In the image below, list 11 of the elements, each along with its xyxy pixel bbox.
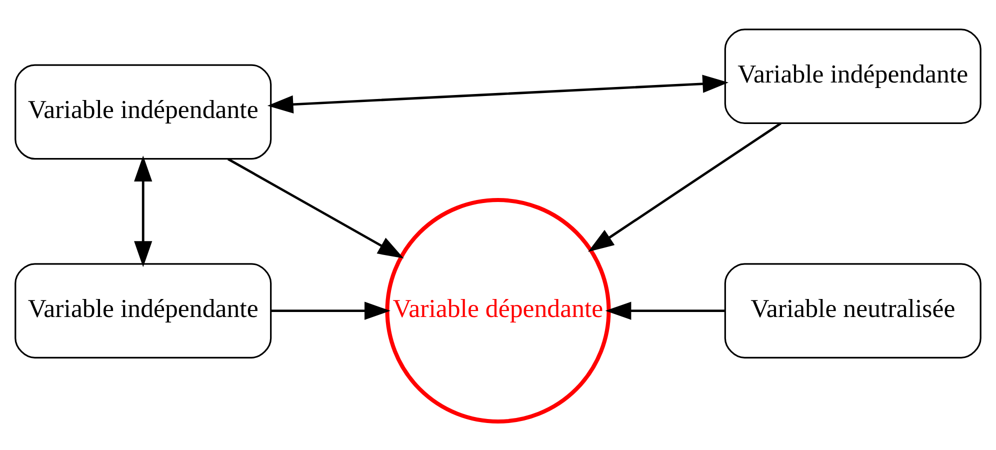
arrow [605, 301, 725, 320]
arrow [227, 158, 404, 258]
node-circle: Variable dépendante [385, 198, 611, 424]
node-box: Variable indépendante [14, 262, 272, 358]
node-box: Variable indépendante [724, 28, 982, 124]
arrow [588, 122, 782, 252]
arrow [271, 301, 390, 320]
node-box: Variable neutralisée [724, 262, 982, 358]
arrow [267, 74, 729, 113]
node-box: Variable indépendante [14, 64, 272, 160]
arrow [134, 155, 152, 267]
